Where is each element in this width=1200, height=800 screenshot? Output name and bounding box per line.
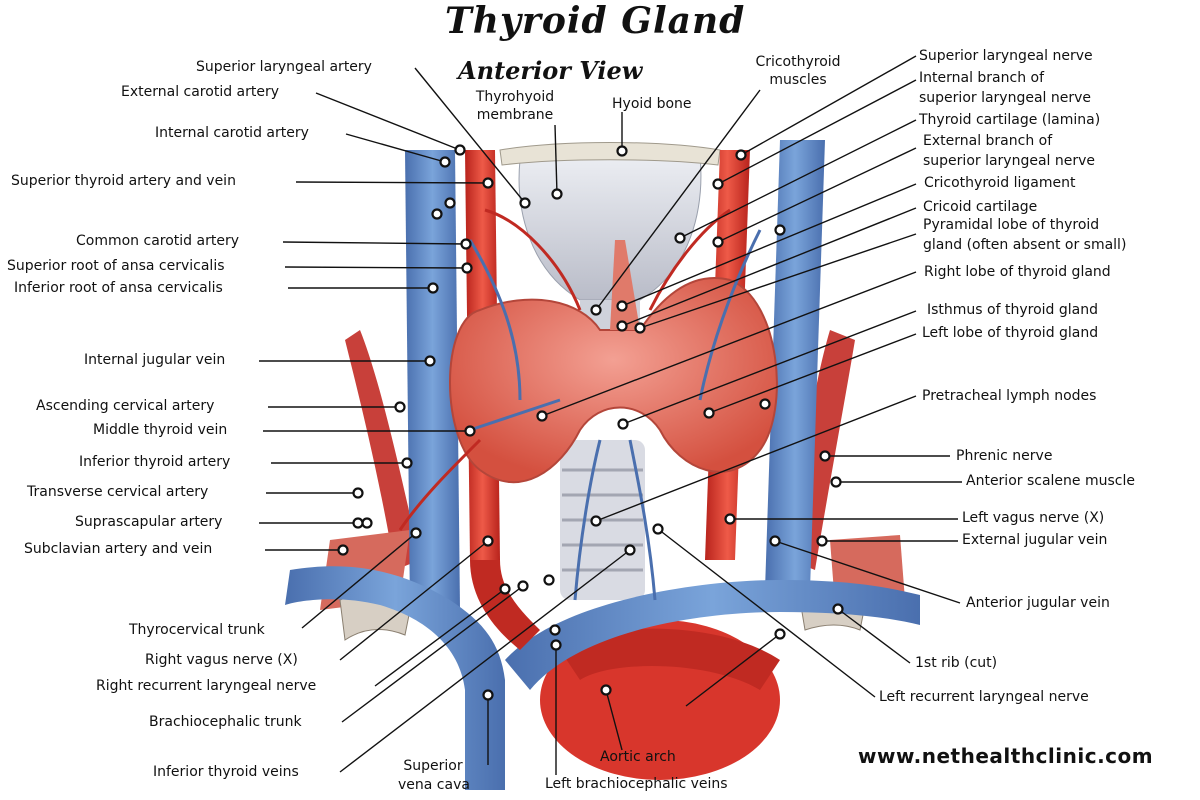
label-thyrohyoid-membrane-line1: Thyrohyoid [465, 89, 565, 106]
label-superior-laryngeal-artery: Superior laryngeal artery [196, 59, 372, 76]
label-anterior-jugular-vein: Anterior jugular vein [966, 595, 1110, 612]
label-superior-laryngeal-nerve: Superior laryngeal nerve [919, 48, 1093, 65]
diagram-subtitle: Anterior View [458, 56, 642, 85]
label-first-rib: 1st rib (cut) [915, 655, 997, 672]
label-cricothyroid-ligament: Cricothyroid ligament [924, 175, 1075, 192]
diagram-title: Thyroid Gland [445, 0, 745, 42]
label-common-carotid-artery: Common carotid artery [76, 233, 239, 250]
label-cricothyroid-muscles-line1: Cricothyroid [748, 54, 848, 71]
label-left-brachiocephalic-veins: Left brachiocephalic veins [545, 776, 728, 793]
leader-dots [339, 146, 843, 700]
label-hyoid-bone: Hyoid bone [612, 96, 692, 113]
label-superior-vena-cava-line2: vena cava [398, 777, 468, 794]
label-superior-root-ansa: Superior root of ansa cervicalis [7, 258, 225, 275]
label-external-jugular-vein: External jugular vein [962, 532, 1107, 549]
leader-line-group [259, 56, 962, 775]
label-superior-thyroid-artery-vein: Superior thyroid artery and vein [11, 173, 236, 190]
label-right-lobe: Right lobe of thyroid gland [924, 264, 1111, 281]
label-external-branch-line2: superior laryngeal nerve [923, 153, 1095, 170]
label-internal-carotid-artery: Internal carotid artery [155, 125, 309, 142]
label-suprascapular-artery: Suprascapular artery [75, 514, 222, 531]
label-right-vagus-nerve: Right vagus nerve (X) [145, 652, 298, 669]
label-inferior-root-ansa: Inferior root of ansa cervicalis [14, 280, 223, 297]
label-thyroid-cartilage: Thyroid cartilage (lamina) [919, 112, 1100, 129]
label-cricoid-cartilage: Cricoid cartilage [923, 199, 1037, 216]
label-left-lobe: Left lobe of thyroid gland [922, 325, 1098, 342]
label-pretracheal-lymph-nodes: Pretracheal lymph nodes [922, 388, 1096, 405]
label-anterior-scalene-muscle: Anterior scalene muscle [966, 473, 1135, 490]
label-transverse-cervical-artery: Transverse cervical artery [27, 484, 208, 501]
label-internal-branch-line1: Internal branch of [919, 70, 1044, 87]
label-internal-jugular-vein: Internal jugular vein [84, 352, 225, 369]
label-thyrohyoid-membrane-line2: membrane [465, 107, 565, 124]
label-right-recurrent-laryngeal-nerve: Right recurrent laryngeal nerve [96, 678, 316, 695]
label-cricothyroid-muscles-line2: muscles [748, 72, 848, 89]
website-url: www.nethealthclinic.com [858, 744, 1153, 768]
label-left-vagus-nerve: Left vagus nerve (X) [962, 510, 1104, 527]
label-pyramidal-lobe-line1: Pyramidal lobe of thyroid [923, 217, 1099, 234]
label-inferior-thyroid-artery: Inferior thyroid artery [79, 454, 230, 471]
label-middle-thyroid-vein: Middle thyroid vein [93, 422, 227, 439]
label-superior-vena-cava-line1: Superior [398, 758, 468, 775]
label-isthmus: Isthmus of thyroid gland [927, 302, 1098, 319]
label-internal-branch-line2: superior laryngeal nerve [919, 90, 1091, 107]
label-subclavian-artery-vein: Subclavian artery and vein [24, 541, 212, 558]
label-inferior-thyroid-veins: Inferior thyroid veins [153, 764, 299, 781]
label-external-branch-line1: External branch of [923, 133, 1052, 150]
label-thyrocervical-trunk: Thyrocervical trunk [129, 622, 265, 639]
label-aortic-arch: Aortic arch [600, 749, 676, 766]
label-external-carotid-artery: External carotid artery [121, 84, 279, 101]
label-left-recurrent-laryngeal-nerve: Left recurrent laryngeal nerve [879, 689, 1089, 706]
label-phrenic-nerve: Phrenic nerve [956, 448, 1052, 465]
label-ascending-cervical-artery: Ascending cervical artery [36, 398, 214, 415]
label-pyramidal-lobe-line2: gland (often absent or small) [923, 237, 1126, 254]
label-brachiocephalic-trunk: Brachiocephalic trunk [149, 714, 302, 731]
